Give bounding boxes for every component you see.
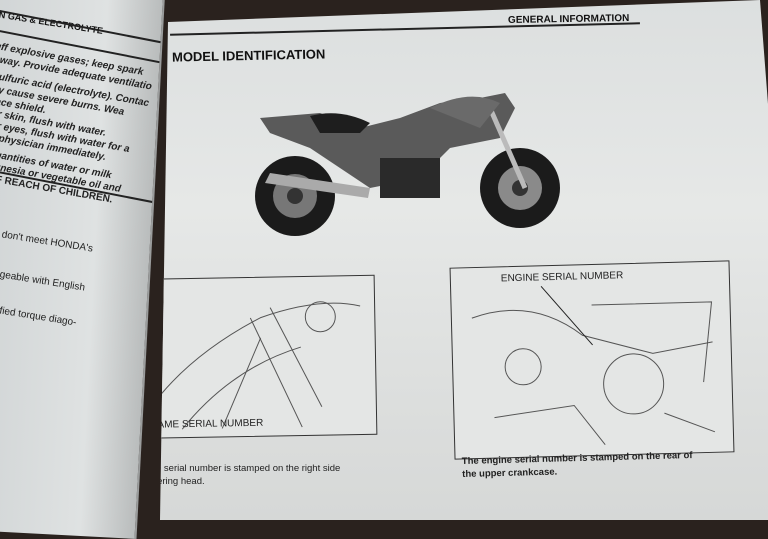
frame-diagram: FRAME SERIAL NUMBER bbox=[144, 274, 378, 440]
engine-illustration bbox=[471, 285, 716, 445]
text-line: pecified torque diago- bbox=[0, 302, 78, 329]
header-rule bbox=[170, 22, 640, 36]
frame-description-line: The frame serial number is stamped on th… bbox=[118, 463, 341, 474]
right-page: GENERAL INFORMATION MODEL IDENTIFICATION… bbox=[160, 0, 768, 520]
engine-description: The engine serial number is stamped on t… bbox=[462, 449, 693, 481]
frame-description-line: of the steering head. bbox=[118, 476, 205, 487]
text-line: hangeable with English bbox=[0, 266, 86, 294]
left-page: N GAS & ELECTROLYTE uff explosive gases;… bbox=[0, 0, 165, 539]
frame-illustration bbox=[160, 301, 361, 430]
motorcycle-image bbox=[255, 93, 560, 236]
text-line: hat don't meet HONDA's bbox=[0, 227, 94, 255]
frame-description: The frame serial number is stamped on th… bbox=[118, 462, 341, 488]
engine-diagram: ENGINE SERIAL NUMBER bbox=[449, 260, 735, 460]
divider bbox=[0, 6, 165, 46]
frame-serial-label: FRAME SERIAL NUMBER bbox=[144, 417, 264, 431]
page-title: MODEL IDENTIFICATION bbox=[171, 46, 326, 65]
